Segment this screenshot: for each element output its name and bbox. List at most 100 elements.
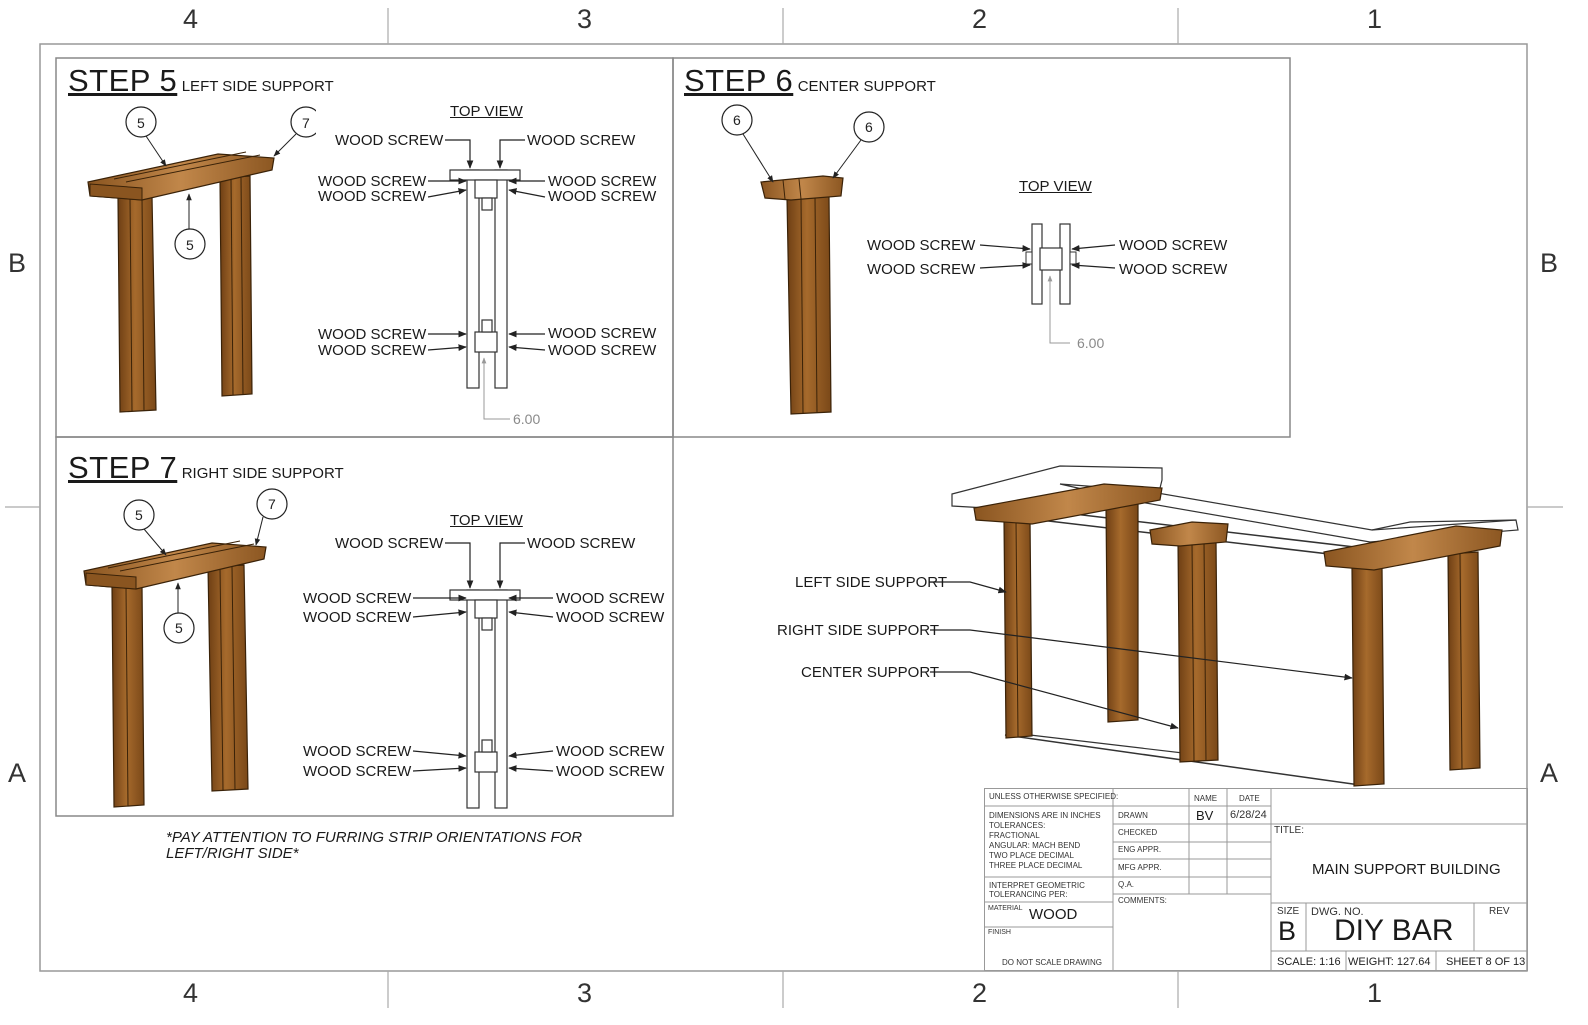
orientation-note: *PAY ATTENTION TO FURRING STRIP ORIENTAT… <box>166 830 582 862</box>
step7-screw-upper-r2: WOOD SCREW <box>556 609 665 626</box>
step5-screw-lower-l1: WOOD SCREW <box>318 326 427 343</box>
step7-screw-top-left: WOOD SCREW <box>335 535 444 552</box>
step6-balloon-1: 6 <box>733 112 741 128</box>
assembly-left-beam <box>973 483 1163 525</box>
zone-col-3-bottom: 3 <box>577 978 593 1008</box>
tb-material-value: WOOD <box>1029 906 1078 923</box>
step5-balloon-3: 5 <box>186 237 194 253</box>
step5-top-view <box>427 139 546 420</box>
tb-dims-6: THREE PLACE DECIMAL <box>989 861 1083 870</box>
step7-heading: STEP 7 RIGHT SIDE SUPPORT <box>68 450 344 486</box>
tb-row-eng-appr: ENG APPR. <box>1118 845 1162 854</box>
assembly-right-post-a <box>1351 565 1385 787</box>
step7-screw-top-right: WOOD SCREW <box>527 535 636 552</box>
step5-heading: STEP 5 LEFT SIDE SUPPORT <box>68 63 334 99</box>
tb-size-value: B <box>1278 916 1297 946</box>
tb-row-drawn: DRAWN <box>1118 811 1148 820</box>
step7-balloon-3: 5 <box>175 620 183 636</box>
step7-top-view-label: TOP VIEW <box>450 512 523 529</box>
step6-cap <box>760 175 844 201</box>
zone-row-b-right: B <box>1540 248 1559 278</box>
step6-title: STEP 6 <box>684 63 794 98</box>
zone-col-2-top: 2 <box>972 4 988 34</box>
tb-scale: SCALE: 1:16 <box>1277 956 1341 968</box>
orientation-note-line2: LEFT/RIGHT SIDE* <box>166 845 299 862</box>
step7-leg-right <box>207 564 249 792</box>
tb-rev-label: REV <box>1489 906 1510 917</box>
assembly-iso-view <box>930 465 1519 787</box>
tb-finish-label: FINISH <box>988 929 1011 936</box>
step6-balloon-2: 6 <box>865 119 873 135</box>
tb-drawn-name: BV <box>1196 808 1214 823</box>
step7-screw-lower-l2: WOOD SCREW <box>303 763 412 780</box>
step5-screw-upper-r2: WOOD SCREW <box>548 188 657 205</box>
tb-dims-4: ANGULAR: MACH BEND <box>989 841 1081 850</box>
step6-top-view-label: TOP VIEW <box>1019 178 1092 195</box>
step6-post <box>786 195 832 415</box>
step7-iso-view <box>83 488 288 808</box>
zone-col-4-top: 4 <box>183 4 199 34</box>
step6-subtitle: CENTER SUPPORT <box>797 78 936 95</box>
tb-do-not-scale: DO NOT SCALE DRAWING <box>1002 958 1103 967</box>
step6-screw-r2: WOOD SCREW <box>1119 261 1228 278</box>
tb-name-header: NAME <box>1194 794 1218 803</box>
step7-screw-upper-r1: WOOD SCREW <box>556 590 665 607</box>
step7-subtitle: RIGHT SIDE SUPPORT <box>181 465 344 482</box>
assembly-right-post-b <box>1447 551 1481 771</box>
assembly-left-post-b <box>1105 503 1139 723</box>
tb-unless-specified: UNLESS OTHERWISE SPECIFIED: <box>989 792 1119 801</box>
zone-col-2-bottom: 2 <box>972 978 988 1008</box>
zone-row-a-left: A <box>8 758 27 788</box>
step5-dimension: 6.00 <box>513 411 541 427</box>
step5-screw-top-right: WOOD SCREW <box>527 132 636 149</box>
step7-title: STEP 7 <box>68 450 178 485</box>
callout-left-side-support: LEFT SIDE SUPPORT <box>795 574 947 591</box>
step5-screw-upper-l1: WOOD SCREW <box>318 173 427 190</box>
step5-screw-lower-r2: WOOD SCREW <box>548 342 657 359</box>
step5-panel: STEP 5 LEFT SIDE SUPPORT <box>56 58 673 437</box>
tb-interpret-2: TOLERANCING PER: <box>989 890 1068 899</box>
step5-screw-upper-r1: WOOD SCREW <box>548 173 657 190</box>
tb-drawn-date: 6/28/24 <box>1230 809 1267 821</box>
tb-dims-2: TOLERANCES: <box>989 821 1046 830</box>
callout-center-support: CENTER SUPPORT <box>801 664 940 681</box>
zone-row-a-right: A <box>1540 758 1559 788</box>
step5-top-view-label: TOP VIEW <box>450 103 523 120</box>
step7-top-view <box>412 542 554 809</box>
step6-screw-r1: WOOD SCREW <box>1119 237 1228 254</box>
tb-dims-3: FRACTIONAL <box>989 831 1040 840</box>
step6-screw-l2: WOOD SCREW <box>867 261 976 278</box>
step6-dimension: 6.00 <box>1077 335 1105 351</box>
step7-screw-lower-r1: WOOD SCREW <box>556 743 665 760</box>
step5-subtitle: LEFT SIDE SUPPORT <box>181 78 334 95</box>
tb-dwg-value: DIY BAR <box>1334 914 1454 947</box>
step6-screw-l1: WOOD SCREW <box>867 237 976 254</box>
zone-col-1-bottom: 1 <box>1367 978 1383 1008</box>
step7-screw-upper-l1: WOOD SCREW <box>303 590 412 607</box>
callout-right-side-support: RIGHT SIDE SUPPORT <box>777 622 939 639</box>
step5-title: STEP 5 <box>68 63 178 98</box>
tb-row-comments: COMMENTS: <box>1118 896 1167 905</box>
step6-top-view <box>979 223 1116 344</box>
step7-screw-lower-r2: WOOD SCREW <box>556 763 665 780</box>
step6-heading: STEP 6 CENTER SUPPORT <box>684 63 936 99</box>
step7-balloon-1: 5 <box>135 507 143 523</box>
title-block-grid <box>984 788 1528 971</box>
bar-top-slab <box>951 465 1163 513</box>
step5-screw-lower-r1: WOOD SCREW <box>548 325 657 342</box>
tb-row-checked: CHECKED <box>1118 828 1158 837</box>
assembly-right-beam <box>1323 525 1503 571</box>
tb-weight: WEIGHT: 127.64 <box>1348 956 1431 968</box>
assembly-center-post <box>1177 539 1219 763</box>
step5-screw-upper-l2: WOOD SCREW <box>318 188 427 205</box>
zone-col-1-top: 1 <box>1367 4 1383 34</box>
step7-screw-upper-l2: WOOD SCREW <box>303 609 412 626</box>
step5-screw-top-left: WOOD SCREW <box>335 132 444 149</box>
tb-interpret-1: INTERPRET GEOMETRIC <box>989 881 1085 890</box>
tb-sheet: SHEET 8 OF 13 <box>1446 956 1526 968</box>
step5-iso-view <box>87 106 316 413</box>
step5-screw-lower-l2: WOOD SCREW <box>318 342 427 359</box>
step5-leg-right <box>219 175 253 397</box>
tb-dims-5: TWO PLACE DECIMAL <box>989 851 1074 860</box>
tb-title-value: MAIN SUPPORT BUILDING <box>1312 861 1501 878</box>
